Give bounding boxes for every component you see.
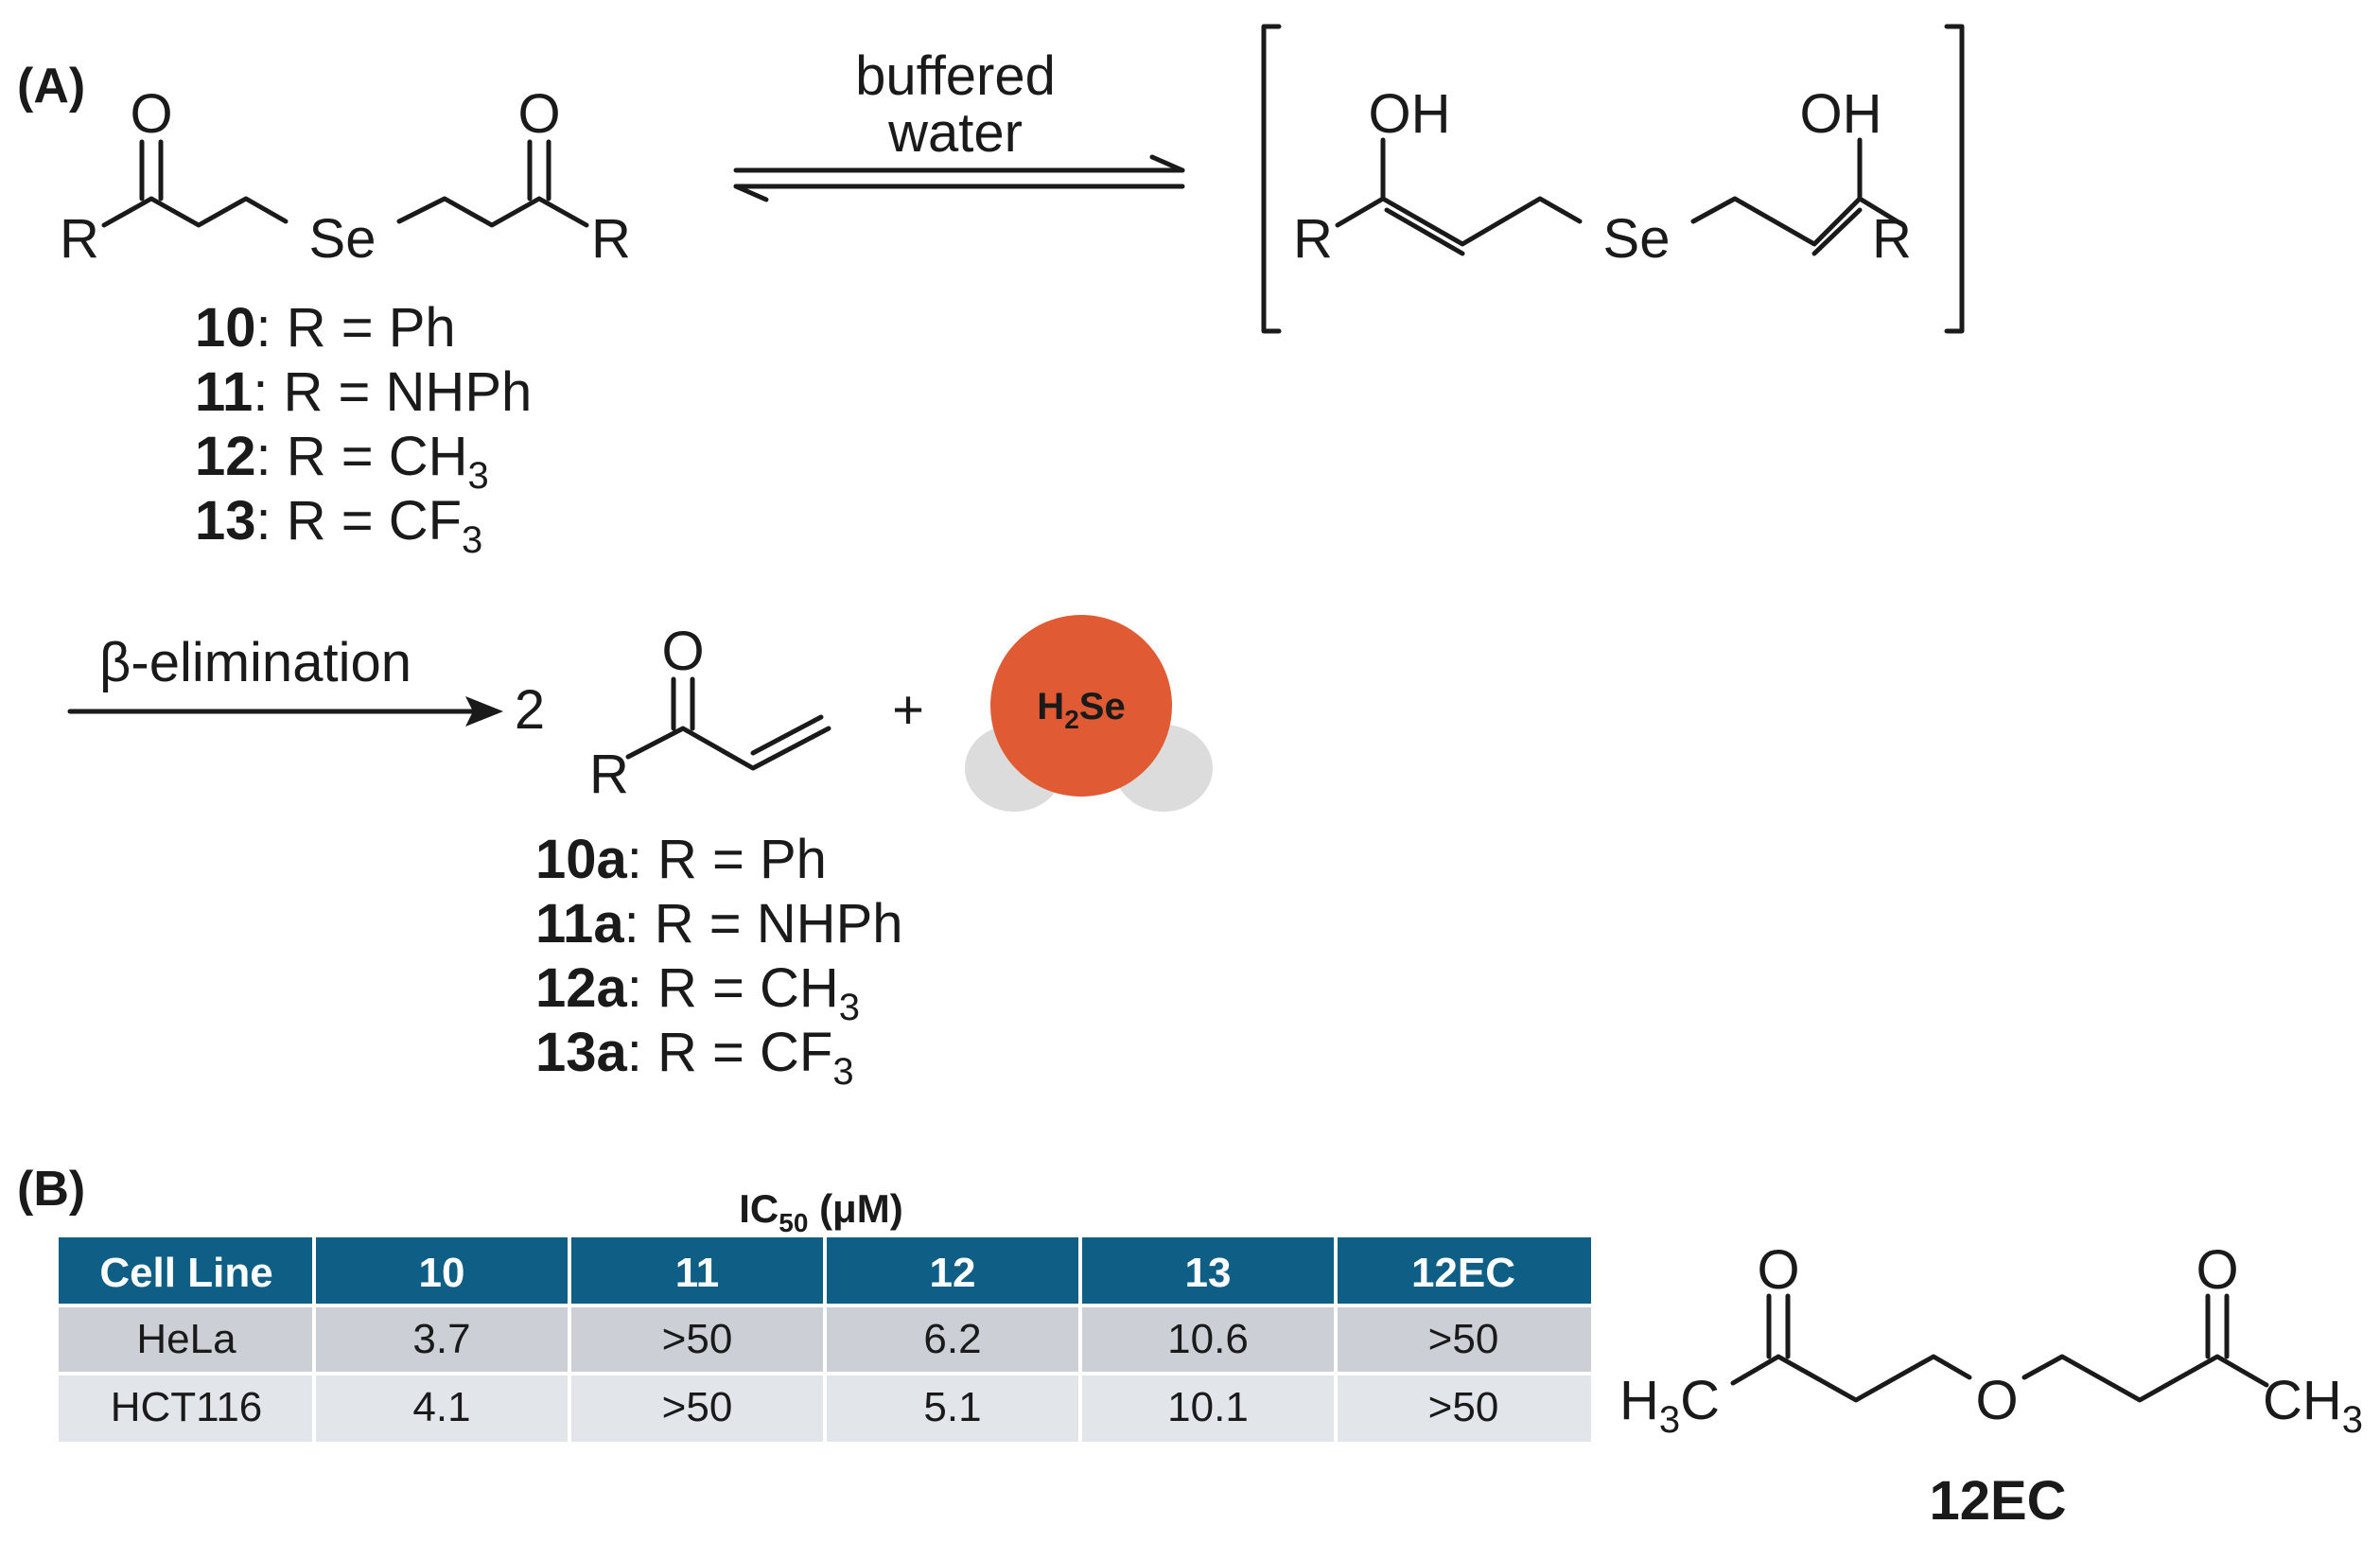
coefficient-two: 2 [515,679,545,741]
elimination-arrow: β-elimination 2 [67,632,545,741]
atom-oxygen-12ec-left: O [1757,1239,1799,1301]
table-cell: HeLa [136,1316,236,1362]
atom-selenium: Se [309,208,376,270]
atom-hydroxyl-right: OH [1800,83,1882,145]
panel-b-label: (B) [17,1162,85,1217]
table-header-cell: 12 [930,1250,976,1296]
table-cell: >50 [1428,1384,1499,1430]
compound-label-11: 11: R = NHPh [195,361,532,423]
reagent-line-1: buffered [855,45,1056,107]
product-label-13a: 13a: R = CF3 [535,1022,854,1093]
methyl-right: CH3 [2263,1370,2363,1441]
compound-label-12: 12: R = CH3 [195,426,489,497]
equilibrium-arrow: buffered water [733,45,1185,202]
table-header-cell: 11 [675,1250,720,1296]
reagent-line-2: water [887,102,1023,164]
methyl-left: H3C [1619,1370,1720,1441]
atom-r-right: R [591,208,631,270]
label-12ec: 12EC [1929,1470,2066,1532]
table-header-cell: 12EC [1411,1250,1515,1296]
table-header-cell: 13 [1185,1250,1232,1296]
atom-oxygen-enone: O [661,621,704,682]
table-cell: 10.1 [1167,1384,1249,1430]
ic50-table: Cell Line 10 11 12 13 12EC HeLa 3.7 >50 6.2 10.6 >5… [59,1237,1591,1442]
ic50-title: IC50 (μM) [739,1186,902,1237]
elimination-label: β-elimination [99,632,411,693]
product-label-10a: 10a: R = Ph [535,829,827,890]
table-cell: >50 [662,1316,733,1362]
atom-r-enol-right: R [1872,208,1912,270]
table-cell: 3.7 [412,1316,470,1362]
atom-r-enone: R [589,744,629,805]
table-header-cell: Cell Line [99,1250,272,1296]
table-cell: 6.2 [923,1316,981,1362]
table-cell: 4.1 [412,1384,470,1430]
enone-structure: O R [589,621,831,805]
selenide-structure: O O R Se R [60,83,631,270]
table-cell: >50 [662,1384,733,1430]
atom-hydroxyl-left: OH [1369,83,1451,145]
table-cell: 10.6 [1167,1316,1249,1362]
plus-sign: + [892,679,924,741]
compound-label-10: 10: R = Ph [195,297,456,359]
structure-12ec: O O O H3C CH3 12EC [1619,1239,2363,1532]
product-label-11a: 11a: R = NHPh [535,893,903,955]
atom-oxygen-12ec-right: O [2196,1239,2238,1301]
atom-selenium-enol: Se [1603,208,1671,270]
table-cell: HCT116 [111,1384,263,1430]
h2se-label: H2Se [1037,686,1125,734]
atom-oxygen-ether: O [1975,1370,2018,1431]
atom-r-left: R [60,208,99,270]
product-label-12a: 12a: R = CH3 [535,957,860,1028]
atom-r-enol-left: R [1293,208,1333,270]
atom-oxygen-left: O [130,83,172,145]
h2se-molecule-icon: H2Se [965,615,1213,812]
atom-oxygen-right: O [517,83,560,145]
enol-intermediate: OH OH R Se R [1261,24,1965,334]
panel-a-label: (A) [17,59,85,114]
table-cell: >50 [1428,1316,1499,1362]
table-cell: 5.1 [923,1384,981,1430]
compound-label-13: 13: R = CF3 [195,490,482,561]
table-header-cell: 10 [419,1250,465,1296]
